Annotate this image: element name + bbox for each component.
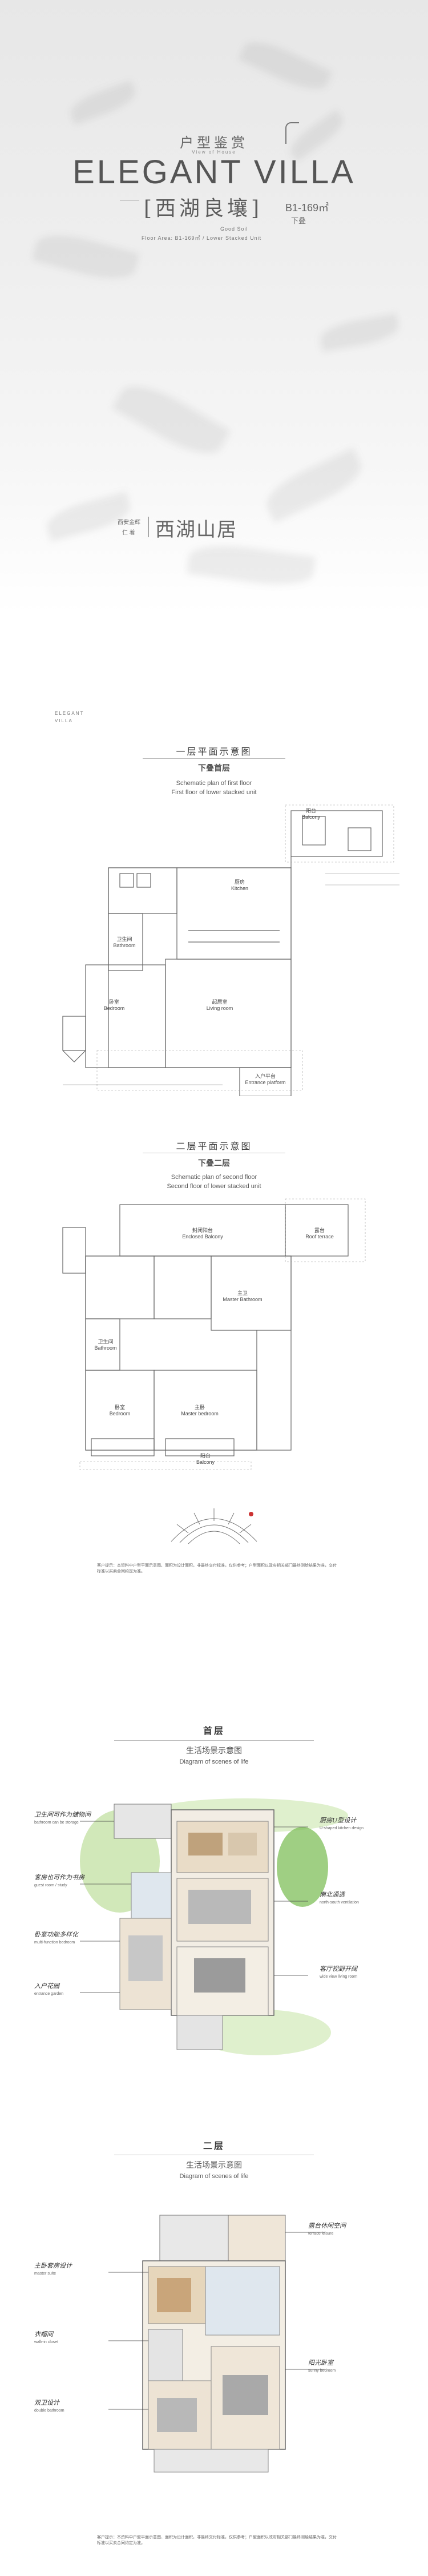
scene2-note-left-2: 衣帽间: [34, 2331, 53, 2338]
scene1-note-left-1-en: bathroom can be storage: [34, 1821, 79, 1825]
scene1-note-left-3-en: multi-function bedroom: [34, 1941, 75, 1945]
scene2-title: 二层: [203, 2142, 225, 2151]
hero-title-en: ELEGANT VILLA: [72, 154, 356, 191]
plan2-floorplan: [62, 1198, 366, 1470]
plan2-room-roof-terrace: 露台 Roof terrace: [305, 1227, 334, 1239]
plan1-room-living: 起居室 Living room: [206, 999, 233, 1011]
plan2-room-bedroom: 卧室 Bedroom: [109, 1404, 131, 1416]
plan2-title-en-2: Second floor of lower stacked unit: [167, 1183, 261, 1190]
scene1-title: 首层: [203, 1726, 225, 1736]
brand-divider: [148, 517, 149, 537]
scene2-note-right-1-en: terrace leisure: [308, 2232, 334, 2236]
scene2-note-left-2-en: walk-in closet: [34, 2340, 59, 2344]
scene1-note-right-2-en: north-south ventilation: [320, 1901, 359, 1905]
scene2-note-right-2-en: sunny bedroom: [308, 2369, 336, 2373]
plan2-title: 二层平面示意图: [176, 1142, 252, 1152]
brand-small-2: 仁 着: [122, 530, 135, 536]
plan2-room-enclosed-balcony: 封闭阳台 Enclosed Balcony: [182, 1227, 223, 1239]
plan1-room-bedroom: 卧室 Bedroom: [103, 999, 125, 1011]
scene1-note-left-2: 客房也可作为书房: [34, 1874, 84, 1881]
scene1-rule: [114, 1740, 314, 1741]
scene1-subtitle: 生活场景示意图: [186, 1746, 242, 1755]
hero-area: B1-169㎡: [285, 202, 329, 214]
hero-banner: 户型鉴赏 View of House ELEGANT VILLA [西湖良壤] …: [0, 0, 428, 614]
scene1-note-right-1-en: U-shaped kitchen design: [320, 1826, 364, 1830]
disclaimer-1: 客户提示：本资料中户型平面示意图、面积为设计面积，非最终交付标准，仅供参考；户型…: [97, 1564, 337, 1573]
scene1-note-right-3-en: wide view living room: [320, 1975, 358, 1979]
scene2-note-right-2: 阳光卧室: [308, 2359, 333, 2366]
brand-small-1: 西安金辉: [118, 520, 140, 526]
scene2-note-right-1: 露台休闲空间: [308, 2222, 346, 2229]
plan1-room-balcony: 阳台 Balcony: [301, 808, 321, 820]
plan1-room-entrance: 入户平台 Entrance platform: [245, 1073, 286, 1085]
plan1-title-en-2: First floor of lower stacked unit: [171, 789, 257, 796]
hero-floor-area: Floor Area: B1-169㎡ / Lower Stacked Unit: [142, 235, 262, 241]
plan2-room-bathroom: 卫生间 Bathroom: [94, 1339, 117, 1351]
scene1-note-right-1: 厨房U型设计: [320, 1817, 357, 1824]
plan1-floorplan: [62, 804, 399, 1096]
scene1-note-left-4: 入户花园: [34, 1982, 59, 1990]
hero-title-cn: 户型鉴赏: [180, 135, 248, 151]
plan2-title-en-1: Schematic plan of second floor: [171, 1174, 257, 1181]
scene2-note-left-1: 主卧套房设计: [34, 2262, 72, 2269]
plan1-title-en-1: Schematic plan of first floor: [176, 780, 252, 787]
scene1-note-left-2-en: guest room / study: [34, 1883, 67, 1887]
plan2-room-master-bedroom: 主卧 Master bedroom: [181, 1404, 219, 1416]
plan1-title: 一层平面示意图: [176, 747, 252, 757]
swirl-ornament: [285, 122, 299, 144]
corner-label-en: ELEGANT: [55, 711, 84, 716]
plan2-room-master-bath: 主卫 Master Bathroom: [223, 1290, 263, 1302]
hero-good-soil: Good Soil: [220, 226, 248, 232]
scene2-title-en: Diagram of scenes of life: [179, 2173, 249, 2180]
hero-view-en: View of House: [192, 150, 236, 155]
hero-area-note: 下叠: [291, 216, 306, 225]
scene2-note-left-1-en: master suite: [34, 2272, 56, 2276]
scene1-note-left-1: 卫生间可作为储物间: [34, 1811, 91, 1818]
scene2-note-left-3: 双卫设计: [34, 2399, 59, 2406]
hero-name-cn: [西湖良壤]: [144, 197, 263, 220]
brand-name: 西湖山居: [155, 518, 237, 541]
scene2-note-left-3-en: double bathroom: [34, 2409, 64, 2413]
plan1-room-bathroom: 卫生间 Bathroom: [113, 936, 136, 948]
plan1-subtitle: 下叠首层: [198, 763, 230, 772]
plan1-room-kitchen: 厨房 Kitchen: [231, 879, 249, 891]
scene1-illustration: [80, 1798, 348, 2055]
scene2-illustration: [108, 2215, 325, 2473]
site-plan-diagram: [171, 1508, 257, 1544]
plan2-room-balcony: 阳台 Balcony: [196, 1453, 215, 1465]
corner-label-en-2: VILLA: [55, 718, 73, 723]
scene1-note-left-3: 卧室功能多样化: [34, 1931, 78, 1938]
scene1-note-right-3: 客厅视野开阔: [320, 1965, 357, 1973]
scene1-note-left-4-en: entrance garden: [34, 1992, 63, 1996]
scene2-subtitle: 生活场景示意图: [186, 2160, 242, 2170]
plan2-subtitle: 下叠二层: [198, 1158, 230, 1168]
scene1-title-en: Diagram of scenes of life: [179, 1758, 249, 1765]
disclaimer-2: 客户提示：本资料中户型平面示意图、面积为设计面积，非最终交付标准，仅供参考；户型…: [97, 2535, 337, 2545]
plan1-rule: [143, 758, 285, 759]
scene1-note-right-2: 南北通透: [320, 1891, 345, 1898]
